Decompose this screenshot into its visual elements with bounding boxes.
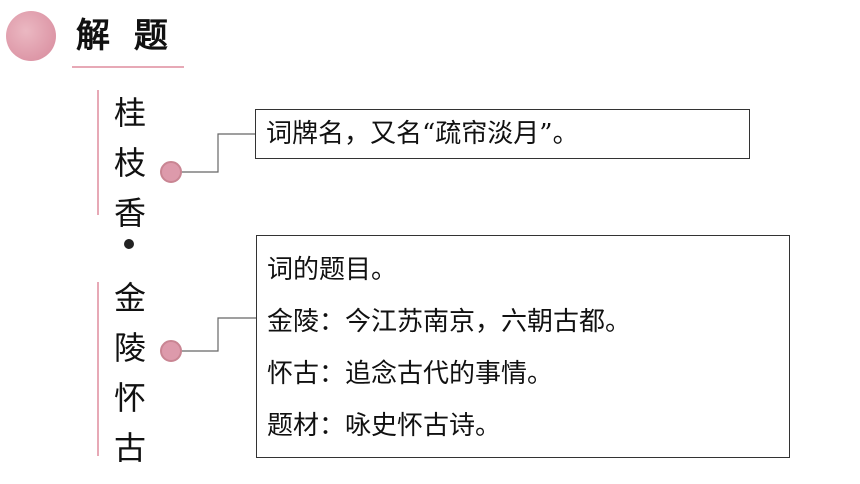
vertical-char: 桂 — [113, 94, 146, 132]
vertical-rule-top — [97, 90, 99, 215]
cipai-note-text: 词牌名，又名“疏帘淡月”。 — [266, 119, 579, 149]
connector-dot-icon — [160, 161, 182, 183]
title-underline — [72, 66, 184, 68]
vertical-char: 香 — [113, 194, 146, 232]
vertical-title-cipai: 桂 枝 香 — [108, 88, 152, 238]
page-title: 解 题 — [76, 16, 174, 56]
title-note-line: 词的题目。 — [267, 255, 398, 285]
header-circle-icon — [6, 11, 56, 61]
title-note-box: 词的题目。 金陵：今江苏南京，六朝古都。 怀古：追念古代的事情。 题材：咏史怀古… — [256, 235, 790, 458]
vertical-char: 枝 — [113, 144, 146, 182]
title-note-line: 金陵：今江苏南京，六朝古都。 — [267, 307, 632, 337]
vertical-char: 金 — [113, 279, 146, 317]
connector-line-cipai — [181, 133, 255, 173]
cipai-note-box: 词牌名，又名“疏帘淡月”。 — [255, 109, 750, 159]
title-separator-dot — [124, 239, 134, 249]
connector-dot-icon — [160, 340, 182, 362]
vertical-char: 陵 — [113, 329, 146, 367]
vertical-char: 怀 — [113, 379, 146, 417]
vertical-char: 古 — [113, 429, 146, 467]
vertical-title-subject: 金 陵 怀 古 — [108, 273, 152, 473]
title-note-line: 题材：咏史怀古诗。 — [267, 411, 502, 441]
vertical-rule-bottom — [97, 282, 99, 456]
connector-line-title — [181, 317, 256, 352]
title-note-line: 怀古：追念古代的事情。 — [267, 359, 554, 389]
